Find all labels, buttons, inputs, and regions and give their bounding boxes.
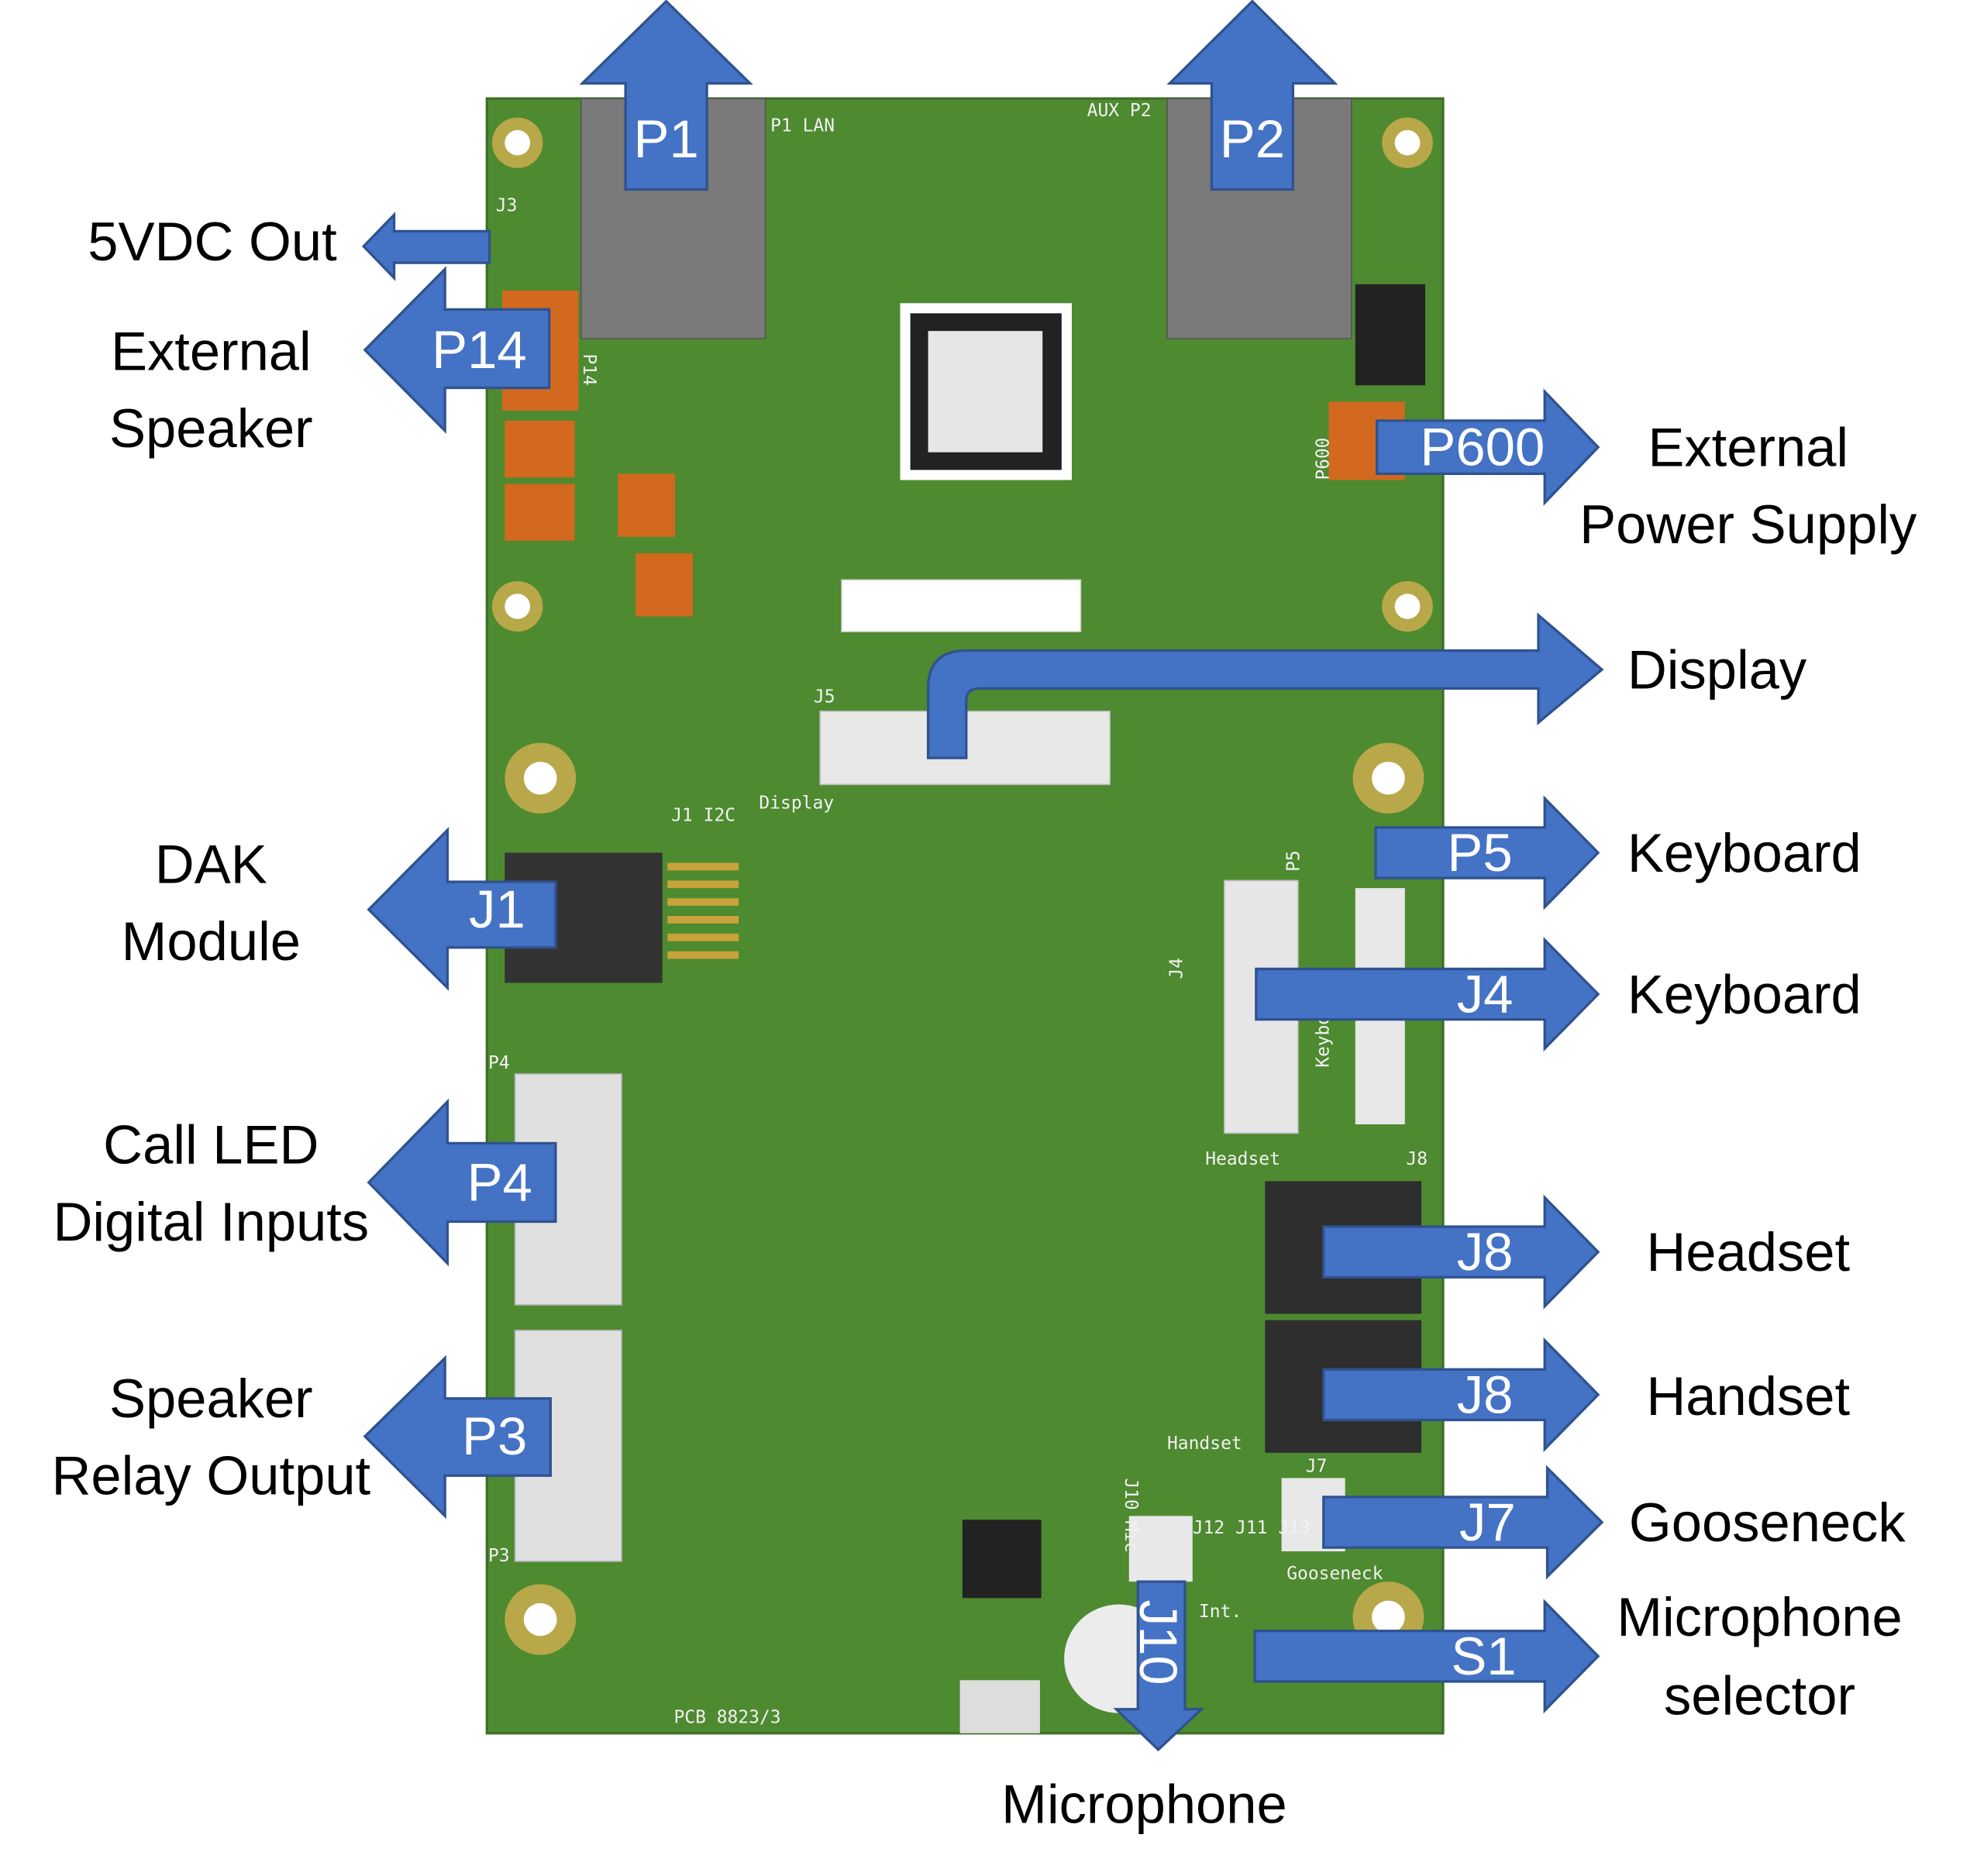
svg-text:Display: Display bbox=[759, 793, 834, 813]
label-5vdc-out: 5VDC Out bbox=[88, 211, 337, 272]
arrow-s1: S1 bbox=[1253, 1599, 1600, 1714]
pcb-board: J3 P1 LAN AUX P2 J5 Display J1 I2C P4 P3… bbox=[485, 97, 1445, 1735]
arrow-j8-headset: J8 bbox=[1322, 1194, 1600, 1310]
svg-text:P14: P14 bbox=[579, 353, 599, 385]
svg-text:S1: S1 bbox=[1451, 1626, 1516, 1686]
arrow-display bbox=[926, 612, 1604, 759]
svg-text:J1 I2C: J1 I2C bbox=[671, 806, 735, 826]
svg-text:J7: J7 bbox=[1306, 1456, 1328, 1476]
svg-text:J4: J4 bbox=[1457, 965, 1514, 1024]
svg-text:P2: P2 bbox=[1220, 109, 1285, 169]
svg-text:Digital Inputs: Digital Inputs bbox=[53, 1191, 369, 1252]
svg-text:selector: selector bbox=[1664, 1665, 1855, 1726]
svg-text:J10: J10 bbox=[1128, 1599, 1188, 1685]
svg-text:Power Supply: Power Supply bbox=[1579, 494, 1917, 555]
svg-text:P5: P5 bbox=[1447, 823, 1512, 883]
arrow-p14: P14 bbox=[363, 266, 551, 434]
arrow-j10: J10 bbox=[1113, 1580, 1205, 1752]
connector-labels: 5VDC Out External Speaker External Power… bbox=[51, 211, 1917, 1834]
svg-text:P600: P600 bbox=[1313, 438, 1333, 480]
svg-text:Keyboard: Keyboard bbox=[1627, 964, 1862, 1025]
svg-text:Display: Display bbox=[1627, 639, 1807, 700]
usb-port bbox=[959, 1680, 1040, 1733]
svg-text:Keyboard: Keyboard bbox=[1627, 822, 1862, 883]
svg-text:DAK: DAK bbox=[155, 834, 267, 895]
svg-text:External: External bbox=[111, 321, 312, 382]
svg-text:J5: J5 bbox=[814, 687, 835, 707]
arrow-p1: P1 bbox=[579, 0, 753, 191]
svg-text:Gooseneck: Gooseneck bbox=[1286, 1564, 1383, 1584]
svg-text:Module: Module bbox=[122, 910, 301, 972]
svg-text:P1: P1 bbox=[633, 109, 698, 169]
svg-text:Int.: Int. bbox=[1199, 1602, 1242, 1622]
svg-text:J8: J8 bbox=[1457, 1365, 1514, 1424]
arrow-j8-handset: J8 bbox=[1322, 1337, 1600, 1452]
arrow-p4: P4 bbox=[367, 1098, 557, 1267]
svg-text:Microphone: Microphone bbox=[1617, 1586, 1903, 1647]
svg-text:J8: J8 bbox=[1406, 1149, 1428, 1169]
arrow-5vdc bbox=[361, 212, 491, 281]
svg-text:P3: P3 bbox=[462, 1406, 527, 1466]
arrow-j4: J4 bbox=[1255, 936, 1600, 1052]
svg-text:Speaker: Speaker bbox=[109, 398, 313, 459]
svg-text:P14: P14 bbox=[432, 320, 527, 380]
svg-text:P4: P4 bbox=[488, 1053, 510, 1073]
svg-text:J3: J3 bbox=[496, 195, 518, 215]
svg-text:Handset: Handset bbox=[1646, 1365, 1850, 1427]
svg-text:P600: P600 bbox=[1420, 418, 1545, 477]
svg-text:J1: J1 bbox=[469, 879, 525, 939]
arrow-p5: P5 bbox=[1374, 795, 1600, 910]
svg-text:P4: P4 bbox=[467, 1153, 532, 1213]
svg-text:J8: J8 bbox=[1457, 1222, 1514, 1282]
display-strip bbox=[841, 579, 1082, 632]
svg-text:Microphone: Microphone bbox=[1001, 1774, 1287, 1835]
arrow-p2: P2 bbox=[1166, 0, 1338, 191]
arrow-p3: P3 bbox=[363, 1355, 552, 1520]
svg-text:P5: P5 bbox=[1284, 850, 1304, 871]
svg-text:J4: J4 bbox=[1167, 958, 1187, 979]
svg-text:PCB 8823/3: PCB 8823/3 bbox=[673, 1708, 780, 1728]
svg-text:Handset: Handset bbox=[1167, 1434, 1242, 1454]
svg-text:J12 J11 J13: J12 J11 J13 bbox=[1193, 1518, 1311, 1538]
arrow-j1: J1 bbox=[367, 827, 557, 991]
svg-text:P3: P3 bbox=[488, 1546, 510, 1566]
svg-text:Call LED: Call LED bbox=[103, 1114, 319, 1176]
svg-text:Speaker: Speaker bbox=[109, 1368, 313, 1429]
svg-text:J10 Mic: J10 Mic bbox=[1121, 1478, 1141, 1552]
svg-text:Headset: Headset bbox=[1646, 1221, 1850, 1282]
arrow-p600: P600 bbox=[1376, 388, 1600, 506]
svg-text:Headset: Headset bbox=[1205, 1149, 1280, 1169]
svg-text:Gooseneck: Gooseneck bbox=[1629, 1492, 1906, 1553]
svg-text:Relay Output: Relay Output bbox=[51, 1445, 370, 1506]
j10-connector bbox=[1128, 1516, 1193, 1582]
svg-text:P1 LAN: P1 LAN bbox=[770, 116, 835, 136]
arrow-j7: J7 bbox=[1322, 1465, 1604, 1580]
svg-text:AUX P2: AUX P2 bbox=[1087, 101, 1152, 121]
svg-text:External: External bbox=[1648, 417, 1848, 478]
svg-text:J7: J7 bbox=[1459, 1492, 1516, 1552]
